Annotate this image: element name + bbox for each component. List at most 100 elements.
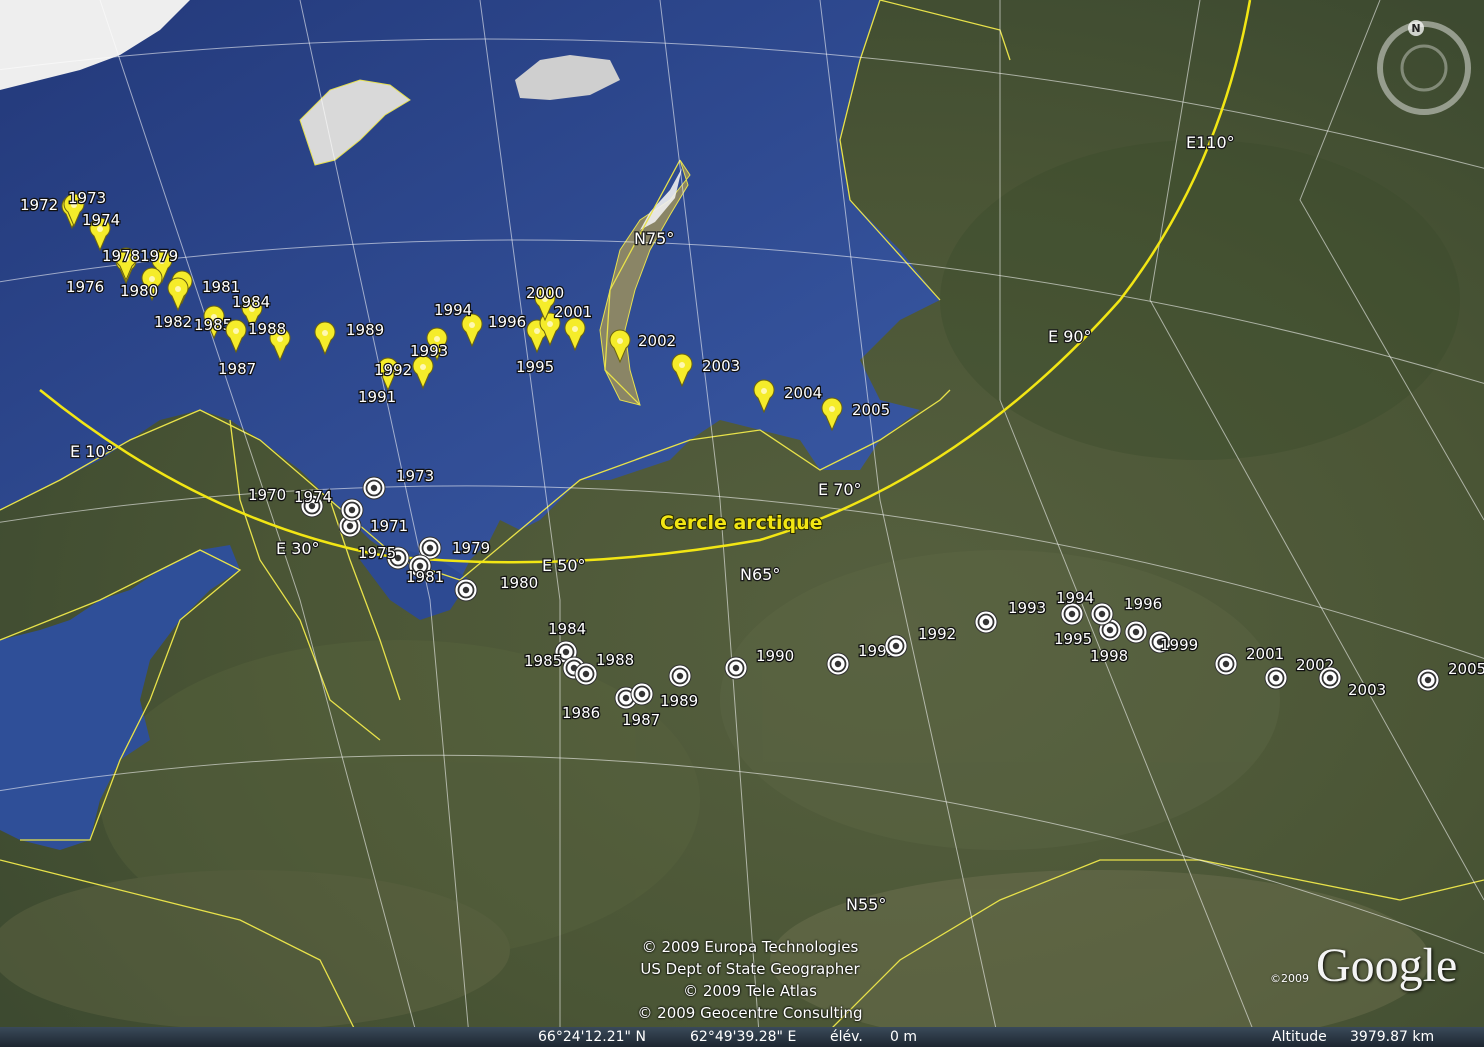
target-marker[interactable] xyxy=(362,476,386,500)
target-year-label: 1980 xyxy=(500,574,538,592)
baltic-sea xyxy=(0,545,240,850)
pin-year-label: 1994 xyxy=(434,301,472,319)
status-bar: 66°24'12.21" N 62°49'39.28" E élév. 0 m … xyxy=(0,1027,1484,1047)
target-year-label: 1993 xyxy=(1008,599,1046,617)
target-year-label: 2001 xyxy=(1246,645,1284,663)
target-marker[interactable] xyxy=(1124,620,1148,644)
target-year-label: 1975 xyxy=(358,544,396,562)
credit-line: US Dept of State Geographer xyxy=(640,960,860,978)
target-year-label: 2003 xyxy=(1348,681,1386,699)
pin-year-label: 1979 xyxy=(140,247,178,265)
lon-label-e70: E 70° xyxy=(818,480,862,499)
pin-year-label: 1992 xyxy=(374,361,412,379)
target-year-label: 1986 xyxy=(562,704,600,722)
pin-year-label: 2001 xyxy=(554,303,592,321)
logo-copyright: ©2009 xyxy=(1270,972,1309,985)
pin-year-label: 1984 xyxy=(232,293,270,311)
arctic-circle-label: Cercle arctique xyxy=(660,512,823,534)
pin-year-label: 2004 xyxy=(784,384,822,402)
pin-year-label: 2003 xyxy=(702,357,740,375)
lat-label-n55: N55° xyxy=(846,895,886,914)
pin-year-label: 1980 xyxy=(120,282,158,300)
target-year-label: 1981 xyxy=(406,568,444,586)
target-year-label: 1979 xyxy=(452,539,490,557)
status-elevation-label: élév. xyxy=(830,1029,863,1045)
greenland-ice xyxy=(0,0,190,90)
target-marker[interactable] xyxy=(826,652,850,676)
map-credits: © 2009 Europa Technologies US Dept of St… xyxy=(560,936,940,1024)
status-elevation: 0 m xyxy=(890,1029,917,1045)
white-sea xyxy=(360,548,470,620)
target-marker[interactable] xyxy=(1318,666,1342,690)
target-year-label: 1985 xyxy=(524,652,562,670)
status-latitude: 66°24'12.21" N xyxy=(538,1029,646,1045)
credit-line: © 2009 Europa Technologies xyxy=(641,938,859,956)
target-year-label: 1992 xyxy=(918,625,956,643)
target-marker[interactable] xyxy=(1214,652,1238,676)
target-marker[interactable] xyxy=(1416,668,1440,692)
status-altitude: 3979.87 km xyxy=(1350,1029,1435,1045)
arctic-ocean xyxy=(0,0,940,590)
svalbard xyxy=(299,79,411,166)
target-year-label: 1995 xyxy=(1054,630,1092,648)
arctic-circle-line xyxy=(39,0,1252,564)
pin-year-label: 1985 xyxy=(194,316,232,334)
target-year-label: 1971 xyxy=(370,517,408,535)
pin-year-label: 1987 xyxy=(218,360,256,378)
target-year-label: 1970 xyxy=(248,486,286,504)
navigation-compass[interactable]: N xyxy=(1374,18,1474,118)
lon-label-e10: E 10° xyxy=(70,442,114,461)
target-year-label: 1974 xyxy=(294,488,332,506)
lon-label-e50: E 50° xyxy=(542,556,586,575)
pin-year-label: 1978 xyxy=(102,247,140,265)
google-logo: Google xyxy=(1316,939,1458,992)
target-year-label: 1989 xyxy=(660,692,698,710)
lon-label-e30: E 30° xyxy=(276,539,320,558)
target-marker[interactable] xyxy=(974,610,998,634)
target-year-label: 1988 xyxy=(596,651,634,669)
status-longitude: 62°49'39.28" E xyxy=(690,1029,797,1045)
target-year-label: 1987 xyxy=(622,711,660,729)
target-marker[interactable] xyxy=(1264,666,1288,690)
target-year-label: 1998 xyxy=(1090,647,1128,665)
franz-josef-land xyxy=(515,55,620,100)
target-marker[interactable] xyxy=(454,578,478,602)
target-marker[interactable] xyxy=(574,662,598,686)
target-marker[interactable] xyxy=(630,682,654,706)
target-year-label: 1999 xyxy=(1160,636,1198,654)
pin-year-label: 1982 xyxy=(154,313,192,331)
target-year-label: 2005 xyxy=(1448,660,1484,678)
target-year-label: 1994 xyxy=(1056,589,1094,607)
lon-label-e110: E110° xyxy=(1186,133,1235,152)
lon-label-e90: E 90° xyxy=(1048,327,1092,346)
target-marker[interactable] xyxy=(668,664,692,688)
credit-line: © 2009 Geocentre Consulting xyxy=(637,1004,863,1022)
credit-line: © 2009 Tele Atlas xyxy=(683,982,817,1000)
pin-year-label: 1989 xyxy=(346,321,384,339)
pin-year-label: 1991 xyxy=(358,388,396,406)
pin-year-label: 1988 xyxy=(248,320,286,338)
pin-year-label: 1993 xyxy=(410,342,448,360)
pin-year-label: 1996 xyxy=(488,313,526,331)
pin-year-label: 1976 xyxy=(66,278,104,296)
pin-year-label: 1995 xyxy=(516,358,554,376)
compass-icon: N xyxy=(1377,20,1471,115)
pin-year-label: 1973 xyxy=(68,189,106,207)
pin-year-label: 1981 xyxy=(202,278,240,296)
target-marker[interactable] xyxy=(340,498,364,522)
target-year-label: 1990 xyxy=(756,647,794,665)
target-year-label: 1996 xyxy=(1124,595,1162,613)
target-marker[interactable] xyxy=(884,634,908,658)
pin-year-label: 2000 xyxy=(526,284,564,302)
target-marker[interactable] xyxy=(1090,602,1114,626)
compass-north-letter: N xyxy=(1411,22,1420,35)
pin-year-label: 2005 xyxy=(852,401,890,419)
target-year-label: 1984 xyxy=(548,620,586,638)
lat-label-n75: N75° xyxy=(634,229,674,248)
target-marker[interactable] xyxy=(724,656,748,680)
